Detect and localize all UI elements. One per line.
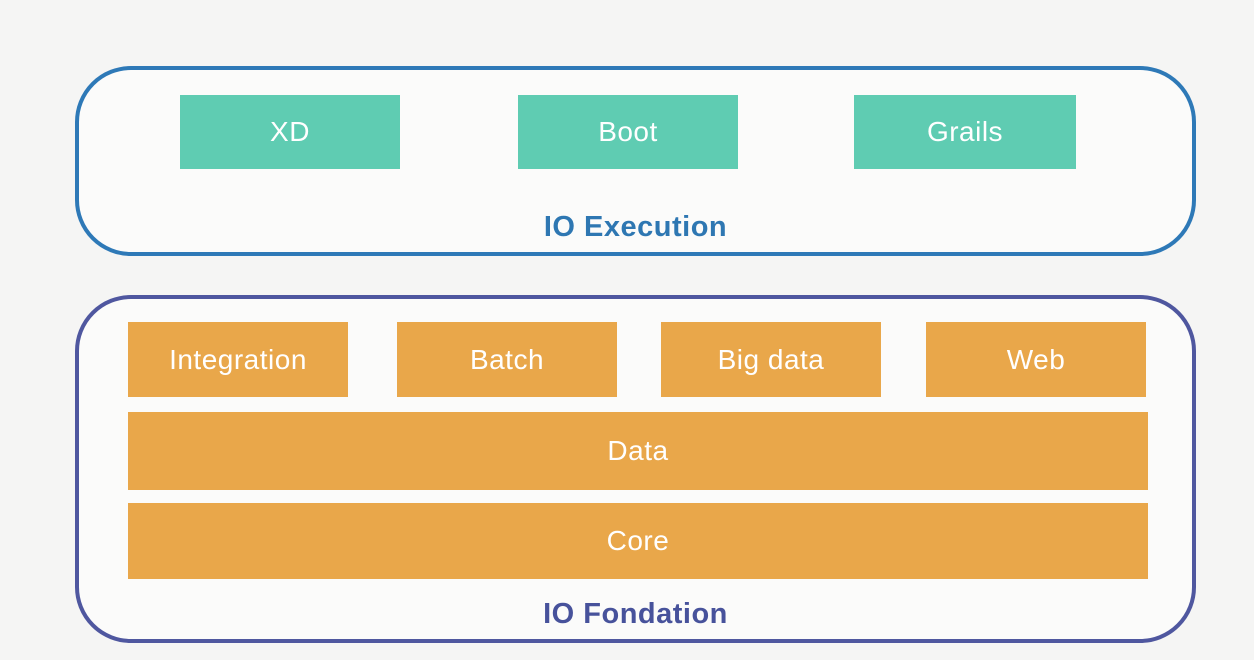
integration-box: Integration — [128, 322, 348, 397]
core-layer-box: Core — [128, 503, 1148, 579]
data-layer-label: Data — [607, 435, 669, 466]
boot-box: Boot — [518, 95, 738, 169]
web-box: Web — [926, 322, 1146, 397]
web-box-label: Web — [1006, 343, 1066, 375]
batch-box: Batch — [397, 322, 617, 397]
batch-box-label: Batch — [469, 343, 545, 375]
core-layer-label: Core — [606, 525, 670, 556]
xd-box-label: XD — [270, 116, 310, 147]
io-fondation-label: IO Fondation — [543, 598, 728, 630]
io-execution-label: IO Execution — [543, 211, 728, 243]
xd-box: XD — [180, 95, 400, 169]
io-fondation-group: Integration Batch Big data Web Data Core… — [75, 295, 1196, 643]
integration-box-label: Integration — [169, 343, 307, 375]
boot-box-label: Boot — [598, 116, 658, 147]
big-data-box: Big data — [661, 322, 881, 397]
io-execution-group: XD Boot Grails IO Execution — [75, 66, 1196, 256]
big-data-box-label: Big data — [717, 343, 825, 375]
data-layer-box: Data — [128, 412, 1148, 490]
grails-box: Grails — [854, 95, 1076, 169]
grails-box-label: Grails — [926, 116, 1004, 147]
